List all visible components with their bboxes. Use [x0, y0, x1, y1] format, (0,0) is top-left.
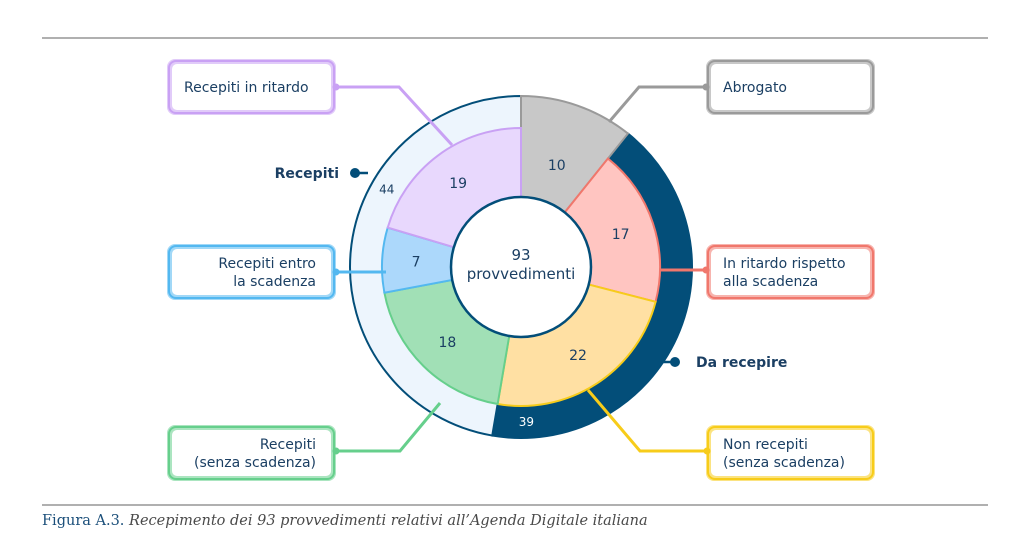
callout-body: [711, 249, 870, 295]
callout-text: (senza scadenza): [723, 455, 845, 471]
slice-value-abrogato: 10: [548, 158, 566, 174]
callout-dot: [702, 266, 710, 274]
callout-abrogato: Abrogato: [702, 59, 875, 115]
callout-connector: [336, 85, 454, 147]
callout-body: [172, 249, 331, 295]
callout-connector: [607, 85, 706, 123]
callout-in-ritardo-rispetto-alla-scadenza: In ritardo rispetto alla scadenza: [702, 244, 875, 300]
center-total: 93: [511, 246, 530, 264]
callout-body: [172, 430, 331, 476]
callout-text: Recepiti entro: [218, 256, 316, 272]
slice-value-recepiti-in-ritardo: 19: [449, 176, 467, 192]
callout-recepiti-in-ritardo: Recepiti in ritardo: [167, 59, 340, 115]
outer-value-recepiti: 44: [379, 183, 394, 197]
callout-dot: [703, 447, 711, 455]
callout-text: la scadenza: [233, 274, 316, 290]
center-hole: [449, 195, 593, 339]
group-label-dot: [350, 168, 360, 178]
callout-non-recepiti-senza-scadenza: Non recepiti (senza scadenza): [703, 425, 875, 481]
group-label-recepiti: Recepiti: [275, 166, 339, 182]
callout-recepiti-senza-scadenza: Recepiti (senza scadenza): [167, 425, 340, 481]
callout-connector: [336, 402, 442, 453]
slice-value-recepiti-senza-scadenza: 18: [438, 335, 456, 351]
callout-connectors: [336, 85, 707, 453]
outer-value-da-recepire: 39: [519, 415, 534, 429]
bottom-rule: [42, 504, 988, 506]
callout-text: Recepiti: [260, 437, 316, 453]
caption-body: Recepimento dei 93 provvedimenti relativ…: [124, 513, 648, 529]
callout-body: [711, 430, 870, 476]
slice-value-recepiti-entro-la-scadenza: 7: [412, 255, 421, 271]
callout-text: (senza scadenza): [194, 455, 316, 471]
callout-dot: [332, 447, 340, 455]
group-label-dot: [670, 357, 680, 367]
donut-chart: 39 44 10 17 22 18 7 19 93 provvedimenti Recepi…: [167, 59, 875, 481]
callout-text: alla scadenza: [723, 274, 818, 290]
caption-prefix: Figura A.3.: [42, 513, 125, 529]
callout-body: [172, 64, 331, 110]
top-rule: [42, 37, 988, 39]
callout-dot: [332, 268, 340, 276]
slice-value-in-ritardo-rispetto-alla-scadenza: 17: [612, 227, 630, 243]
callout-dot: [702, 83, 710, 91]
slice-value-non-recepiti-senza-scadenza: 22: [569, 348, 587, 364]
figure-caption: Figura A.3. Recepimento dei 93 provvedim…: [42, 513, 648, 529]
group-label-da-recepire: Da recepire: [696, 355, 787, 371]
group-labels: Recepiti Da recepire: [275, 166, 788, 371]
center-label-group: 93 provvedimenti: [449, 195, 593, 339]
callout-text: Abrogato: [723, 80, 787, 96]
callout-recepiti-entro-la-scadenza: Recepiti entro la scadenza: [167, 244, 340, 300]
callout-text: Recepiti in ritardo: [184, 80, 309, 96]
callout-body: [711, 64, 870, 110]
center-text: provvedimenti: [467, 265, 576, 283]
callout-text: In ritardo rispetto: [723, 256, 846, 272]
callout-text: Non recepiti: [723, 437, 808, 453]
callout-dot: [332, 83, 340, 91]
callout-connector: [586, 389, 707, 453]
